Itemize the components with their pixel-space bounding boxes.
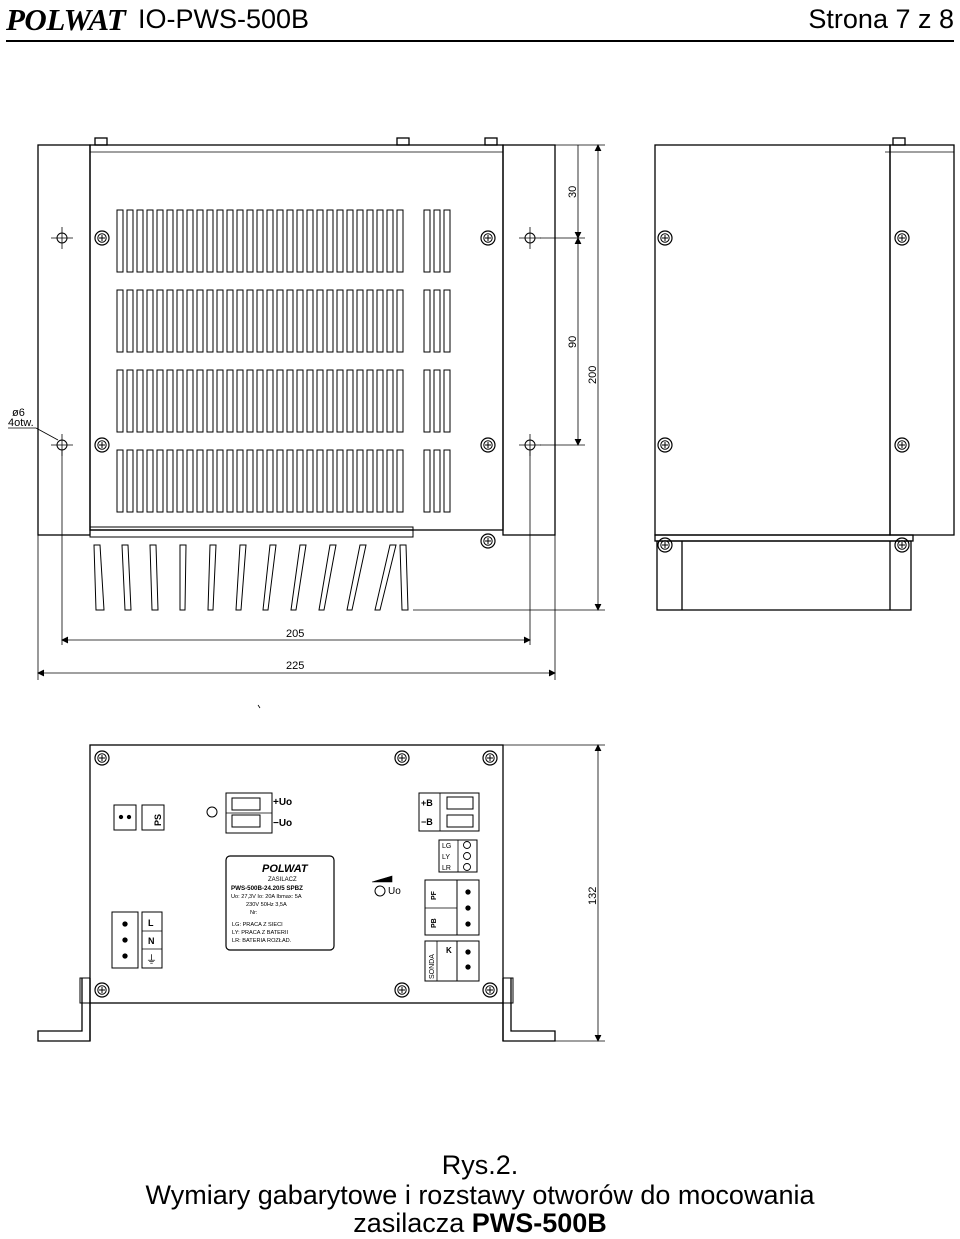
ly-label: LY — [442, 854, 450, 861]
figure-number: Rys.2. — [441, 1150, 519, 1180]
page-number: Strona 7 z 8 — [808, 4, 954, 34]
top-view — [8, 137, 556, 611]
plate-line5: LY: PRACA Z BATERII — [232, 930, 289, 936]
plate-line6: LR: BATERIA ROZŁAD. — [232, 938, 292, 944]
plate-line4: LG: PRACA Z SIECI — [232, 922, 283, 928]
plate-line1: Uo: 27,3V Io: 20A Ibmax: 5A — [231, 894, 302, 900]
vent-slots — [116, 209, 451, 513]
front-height-dimension — [555, 744, 605, 1042]
plus-uo-label: +Uo — [273, 797, 292, 808]
pf-label: PF — [431, 890, 438, 900]
minus-b-label: −B — [421, 817, 433, 827]
caption-prefix: zasilacza — [353, 1208, 472, 1238]
brand-logo: POLWAT — [6, 2, 126, 37]
pb-label: PB — [431, 918, 438, 928]
uo-pot-label: Uo — [388, 886, 401, 897]
plus-b-label: +B — [421, 798, 433, 808]
horizontal-dimensions — [37, 450, 556, 680]
dim-132: 132 — [587, 887, 599, 905]
technical-drawing: ø6 4otw. 30 90 200 205 225 — [8, 137, 955, 1042]
plate-line3: Nr: — [250, 910, 258, 916]
dim-90: 90 — [567, 336, 579, 348]
figure-caption: Wymiary gabarytowe i rozstawy otworów do… — [145, 1180, 815, 1210]
page-header: POLWAT IO-PWS-500B Strona 7 z 8 — [0, 0, 960, 44]
figure-caption-line2: zasilacza PWS-500B — [0, 1208, 960, 1239]
heatsink-fins — [93, 544, 409, 611]
vertical-dimensions — [413, 144, 605, 611]
n-label: N — [148, 936, 155, 946]
plate-brand: POLWAT — [262, 863, 309, 875]
dim-205: 205 — [286, 628, 304, 640]
plate-title: ZASILACZ — [268, 877, 297, 883]
ground-symbol: ⏚ — [146, 953, 157, 966]
caption-model: PWS-500B — [471, 1208, 607, 1238]
dim-225: 225 — [286, 660, 304, 672]
side-view — [654, 137, 955, 611]
minus-uo-label: −Uo — [273, 818, 292, 829]
l-label: L — [148, 918, 154, 928]
hole-count-label: 4otw. — [8, 417, 34, 429]
sonda-label: SONDA — [429, 954, 436, 979]
lg-label: LG — [442, 843, 451, 850]
left-flange — [37, 144, 91, 536]
right-flange — [502, 144, 556, 536]
header-rule — [6, 40, 954, 42]
hole-diameter-label: ø6 — [12, 407, 25, 419]
model-number: IO-PWS-500B — [138, 4, 310, 34]
dim-200: 200 — [587, 366, 599, 384]
k-label: K — [446, 946, 452, 955]
plate-line2: 230V 50Hz 3,5A — [246, 902, 287, 908]
lr-label: LR — [442, 865, 451, 872]
front-view — [37, 744, 605, 1042]
dim-30: 30 — [567, 186, 579, 198]
plate-model: PWS-500B-24.20/5 SPBZ — [231, 885, 303, 892]
ps-label: PS — [153, 814, 163, 826]
